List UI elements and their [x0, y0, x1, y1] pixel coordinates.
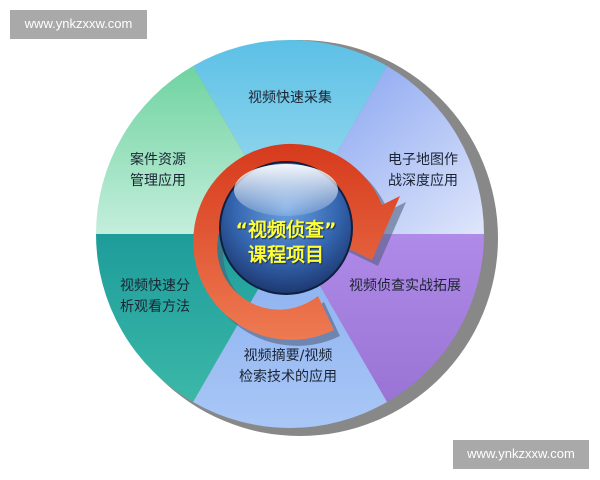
watermark-top: www.ynkzxxw.com — [10, 10, 147, 39]
segment-label-top: 视频快速采集 — [248, 90, 332, 106]
segment-label-upper-left: 案件资源 管理应用 — [130, 152, 186, 189]
center-title: “视频侦查” 课程项目 — [235, 219, 337, 266]
sphere-highlight — [234, 164, 338, 216]
segment-lower-right — [290, 234, 484, 402]
segment-label-lower-right: 视频侦查实战拓展 — [349, 278, 461, 294]
segment-label-lower-left: 视频快速分 析观看方法 — [120, 278, 190, 315]
segment-label-bottom: 视频摘要/视频 检索技术的应用 — [239, 348, 337, 385]
segment-label-upper-right: 电子地图作 战深度应用 — [388, 152, 458, 189]
segment-top — [193, 40, 387, 234]
watermark-bottom: www.ynkzxxw.com — [453, 440, 589, 469]
